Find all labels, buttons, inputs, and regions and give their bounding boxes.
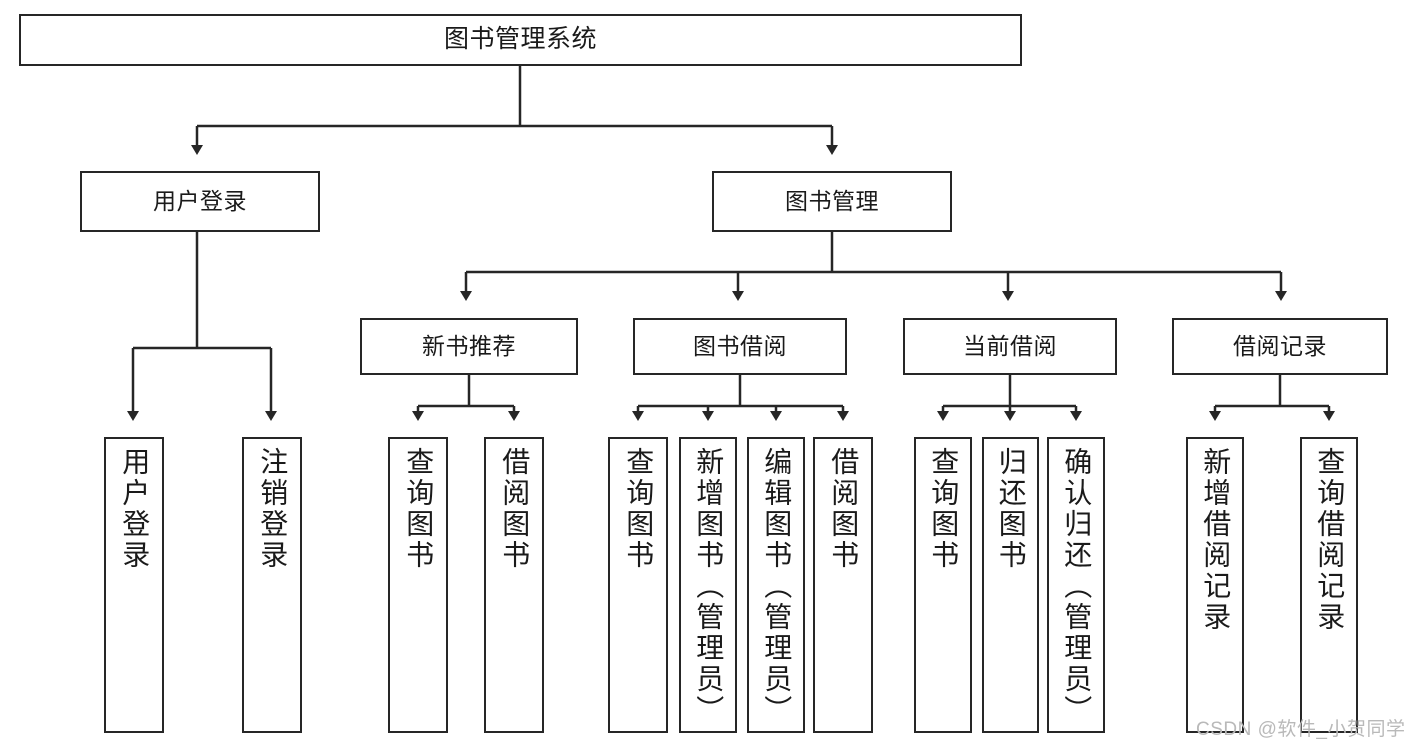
node-label: 确认归还（管理员） xyxy=(1061,447,1093,726)
leaf-current-borrow-query[interactable]: 查询图书 xyxy=(914,437,972,733)
node-current-borrow[interactable]: 当前借阅 xyxy=(903,318,1117,375)
node-label: 借阅图书 xyxy=(499,447,531,571)
node-user-login[interactable]: 用户登录 xyxy=(80,171,320,232)
node-label: 查询借阅记录 xyxy=(1314,447,1346,633)
leaf-new-book-query[interactable]: 查询图书 xyxy=(388,437,448,733)
node-new-book-recommendation[interactable]: 新书推荐 xyxy=(360,318,578,375)
leaf-book-borrow-edit-admin[interactable]: 编辑图书（管理员） xyxy=(747,437,805,733)
node-borrow-record[interactable]: 借阅记录 xyxy=(1172,318,1388,375)
leaf-user-login-logout[interactable]: 注销登录 xyxy=(242,437,302,733)
leaf-book-borrow-add-admin[interactable]: 新增图书（管理员） xyxy=(679,437,737,733)
node-label: 借阅图书 xyxy=(828,447,860,571)
leaf-new-book-borrow[interactable]: 借阅图书 xyxy=(484,437,544,733)
leaf-current-borrow-confirm-return-admin[interactable]: 确认归还（管理员） xyxy=(1047,437,1105,733)
node-label: 用户登录 xyxy=(153,187,247,214)
node-label: 新增图书（管理员） xyxy=(693,447,725,726)
leaf-book-borrow-borrow[interactable]: 借阅图书 xyxy=(813,437,873,733)
node-label: 当前借阅 xyxy=(963,332,1057,359)
node-root-book-management-system[interactable]: 图书管理系统 xyxy=(19,14,1022,66)
leaf-user-login-login[interactable]: 用户登录 xyxy=(104,437,164,733)
node-label: 用户登录 xyxy=(119,447,151,571)
node-label: 查询图书 xyxy=(928,447,960,571)
node-label: 借阅记录 xyxy=(1233,332,1327,359)
node-label: 图书借阅 xyxy=(693,332,787,359)
node-label: 归还图书 xyxy=(995,447,1027,571)
node-label: 新书推荐 xyxy=(422,332,516,359)
node-label: 注销登录 xyxy=(257,447,289,571)
node-label: 新增借阅记录 xyxy=(1200,447,1232,633)
node-label: 编辑图书（管理员） xyxy=(761,447,793,726)
node-label: 图书管理 xyxy=(785,187,879,214)
leaf-borrow-record-query[interactable]: 查询借阅记录 xyxy=(1300,437,1358,733)
node-label: 图书管理系统 xyxy=(443,25,597,54)
node-label: 查询图书 xyxy=(403,447,435,571)
node-label: 查询图书 xyxy=(623,447,655,571)
leaf-current-borrow-return[interactable]: 归还图书 xyxy=(982,437,1039,733)
csdn-watermark: CSDN @软件_小贺同学 xyxy=(1196,719,1405,740)
leaf-book-borrow-query[interactable]: 查询图书 xyxy=(608,437,668,733)
leaf-borrow-record-add[interactable]: 新增借阅记录 xyxy=(1186,437,1244,733)
node-book-borrow[interactable]: 图书借阅 xyxy=(633,318,847,375)
node-book-management[interactable]: 图书管理 xyxy=(712,171,952,232)
